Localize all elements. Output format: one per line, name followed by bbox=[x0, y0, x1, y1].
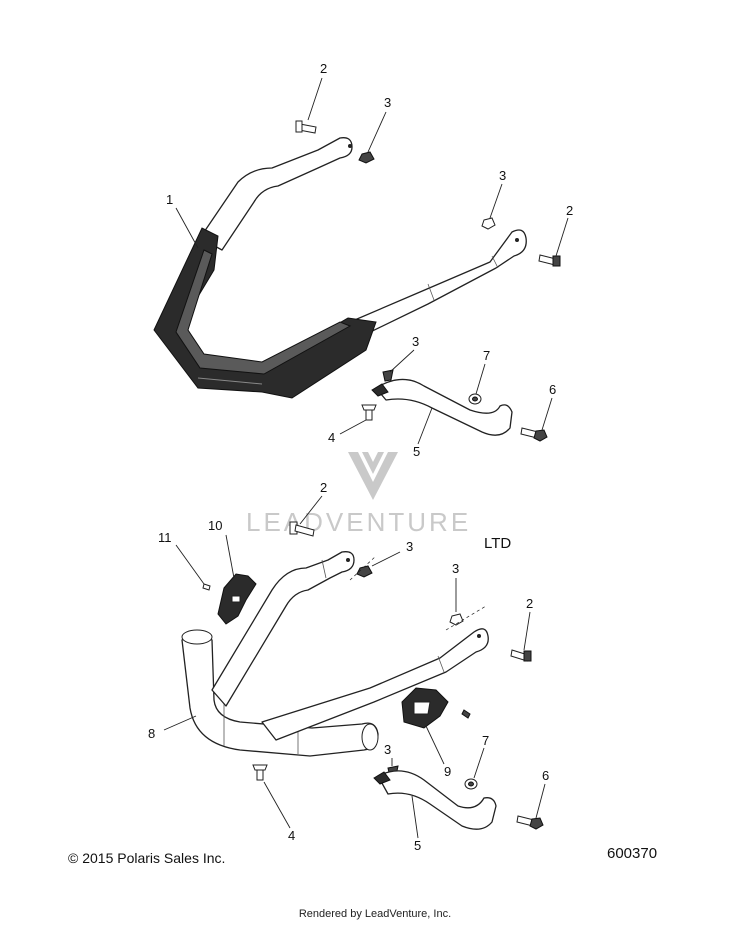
callout-3: 3 bbox=[406, 539, 413, 554]
callout-2: 2 bbox=[320, 480, 327, 495]
bottom-bumper-assembly bbox=[181, 551, 489, 757]
callout-7: 7 bbox=[482, 733, 489, 748]
top-bumper-long-tube bbox=[349, 229, 527, 337]
top-bolt-2b bbox=[538, 254, 561, 267]
callout-2: 2 bbox=[320, 61, 327, 76]
callout-6: 6 bbox=[549, 382, 556, 397]
bottom-bolt-2a bbox=[289, 521, 315, 537]
ltd-variant-label: LTD bbox=[484, 535, 511, 552]
bottom-bracket-10 bbox=[217, 573, 257, 625]
callout-5: 5 bbox=[414, 838, 421, 853]
callout-3: 3 bbox=[452, 561, 459, 576]
top-nut-3b-icon bbox=[481, 217, 496, 230]
callout-2: 2 bbox=[566, 203, 573, 218]
top-clip-3c-icon bbox=[382, 369, 394, 382]
callout-6: 6 bbox=[542, 768, 549, 783]
drawing-number: 600370 bbox=[607, 845, 658, 862]
callout-10: 10 bbox=[208, 518, 222, 533]
callout-8: 8 bbox=[148, 726, 155, 741]
callout-3: 3 bbox=[384, 742, 391, 757]
callout-11: 11 bbox=[158, 530, 172, 545]
callout-3: 3 bbox=[499, 168, 506, 183]
bottom-screw-11-icon bbox=[202, 583, 211, 591]
bottom-leader-lines bbox=[163, 495, 546, 839]
bottom-washer-7-icon bbox=[464, 778, 478, 790]
bottom-rivet-4-icon bbox=[252, 764, 268, 781]
top-bolt-2a bbox=[295, 120, 317, 134]
callout-5: 5 bbox=[413, 444, 420, 459]
callout-3: 3 bbox=[384, 95, 391, 110]
callout-7: 7 bbox=[483, 348, 490, 363]
bottom-bracket-9 bbox=[401, 687, 449, 729]
top-bumper-tube bbox=[199, 137, 353, 251]
watermark-text: LEADVENTURE bbox=[246, 507, 471, 537]
callout-2: 2 bbox=[526, 596, 533, 611]
callout-1: 1 bbox=[166, 192, 173, 207]
callout-3: 3 bbox=[412, 334, 419, 349]
bottom-bumper-long-tube bbox=[261, 628, 489, 741]
top-bumper-assembly bbox=[153, 137, 527, 399]
bottom-bolt-6 bbox=[516, 815, 544, 830]
callout-4: 4 bbox=[328, 430, 335, 445]
top-bracket-tube-5 bbox=[371, 378, 513, 436]
bottom-nut-3a-icon bbox=[349, 555, 377, 581]
bottom-screw-9-icon bbox=[461, 709, 471, 719]
top-leader-lines bbox=[175, 77, 569, 445]
bottom-bumper-upper-tube bbox=[211, 551, 355, 707]
bottom-bracket-tube-5 bbox=[373, 770, 497, 830]
callout-4: 4 bbox=[288, 828, 295, 843]
bottom-bolt-2b bbox=[510, 649, 532, 662]
top-washer-7-icon bbox=[468, 393, 482, 405]
rendered-by-footer: Rendered by LeadVenture, Inc. bbox=[298, 908, 452, 920]
top-nut-3a-icon bbox=[358, 151, 375, 164]
callout-9: 9 bbox=[444, 764, 451, 779]
top-rivet-4-icon bbox=[361, 404, 377, 421]
bottom-nut-3b-icon bbox=[445, 605, 487, 631]
copyright-notice: © 2015 Polaris Sales Inc. bbox=[68, 850, 226, 866]
leadventure-watermark-logo: LEADVENTURE bbox=[246, 452, 471, 537]
top-bolt-6 bbox=[520, 427, 548, 442]
